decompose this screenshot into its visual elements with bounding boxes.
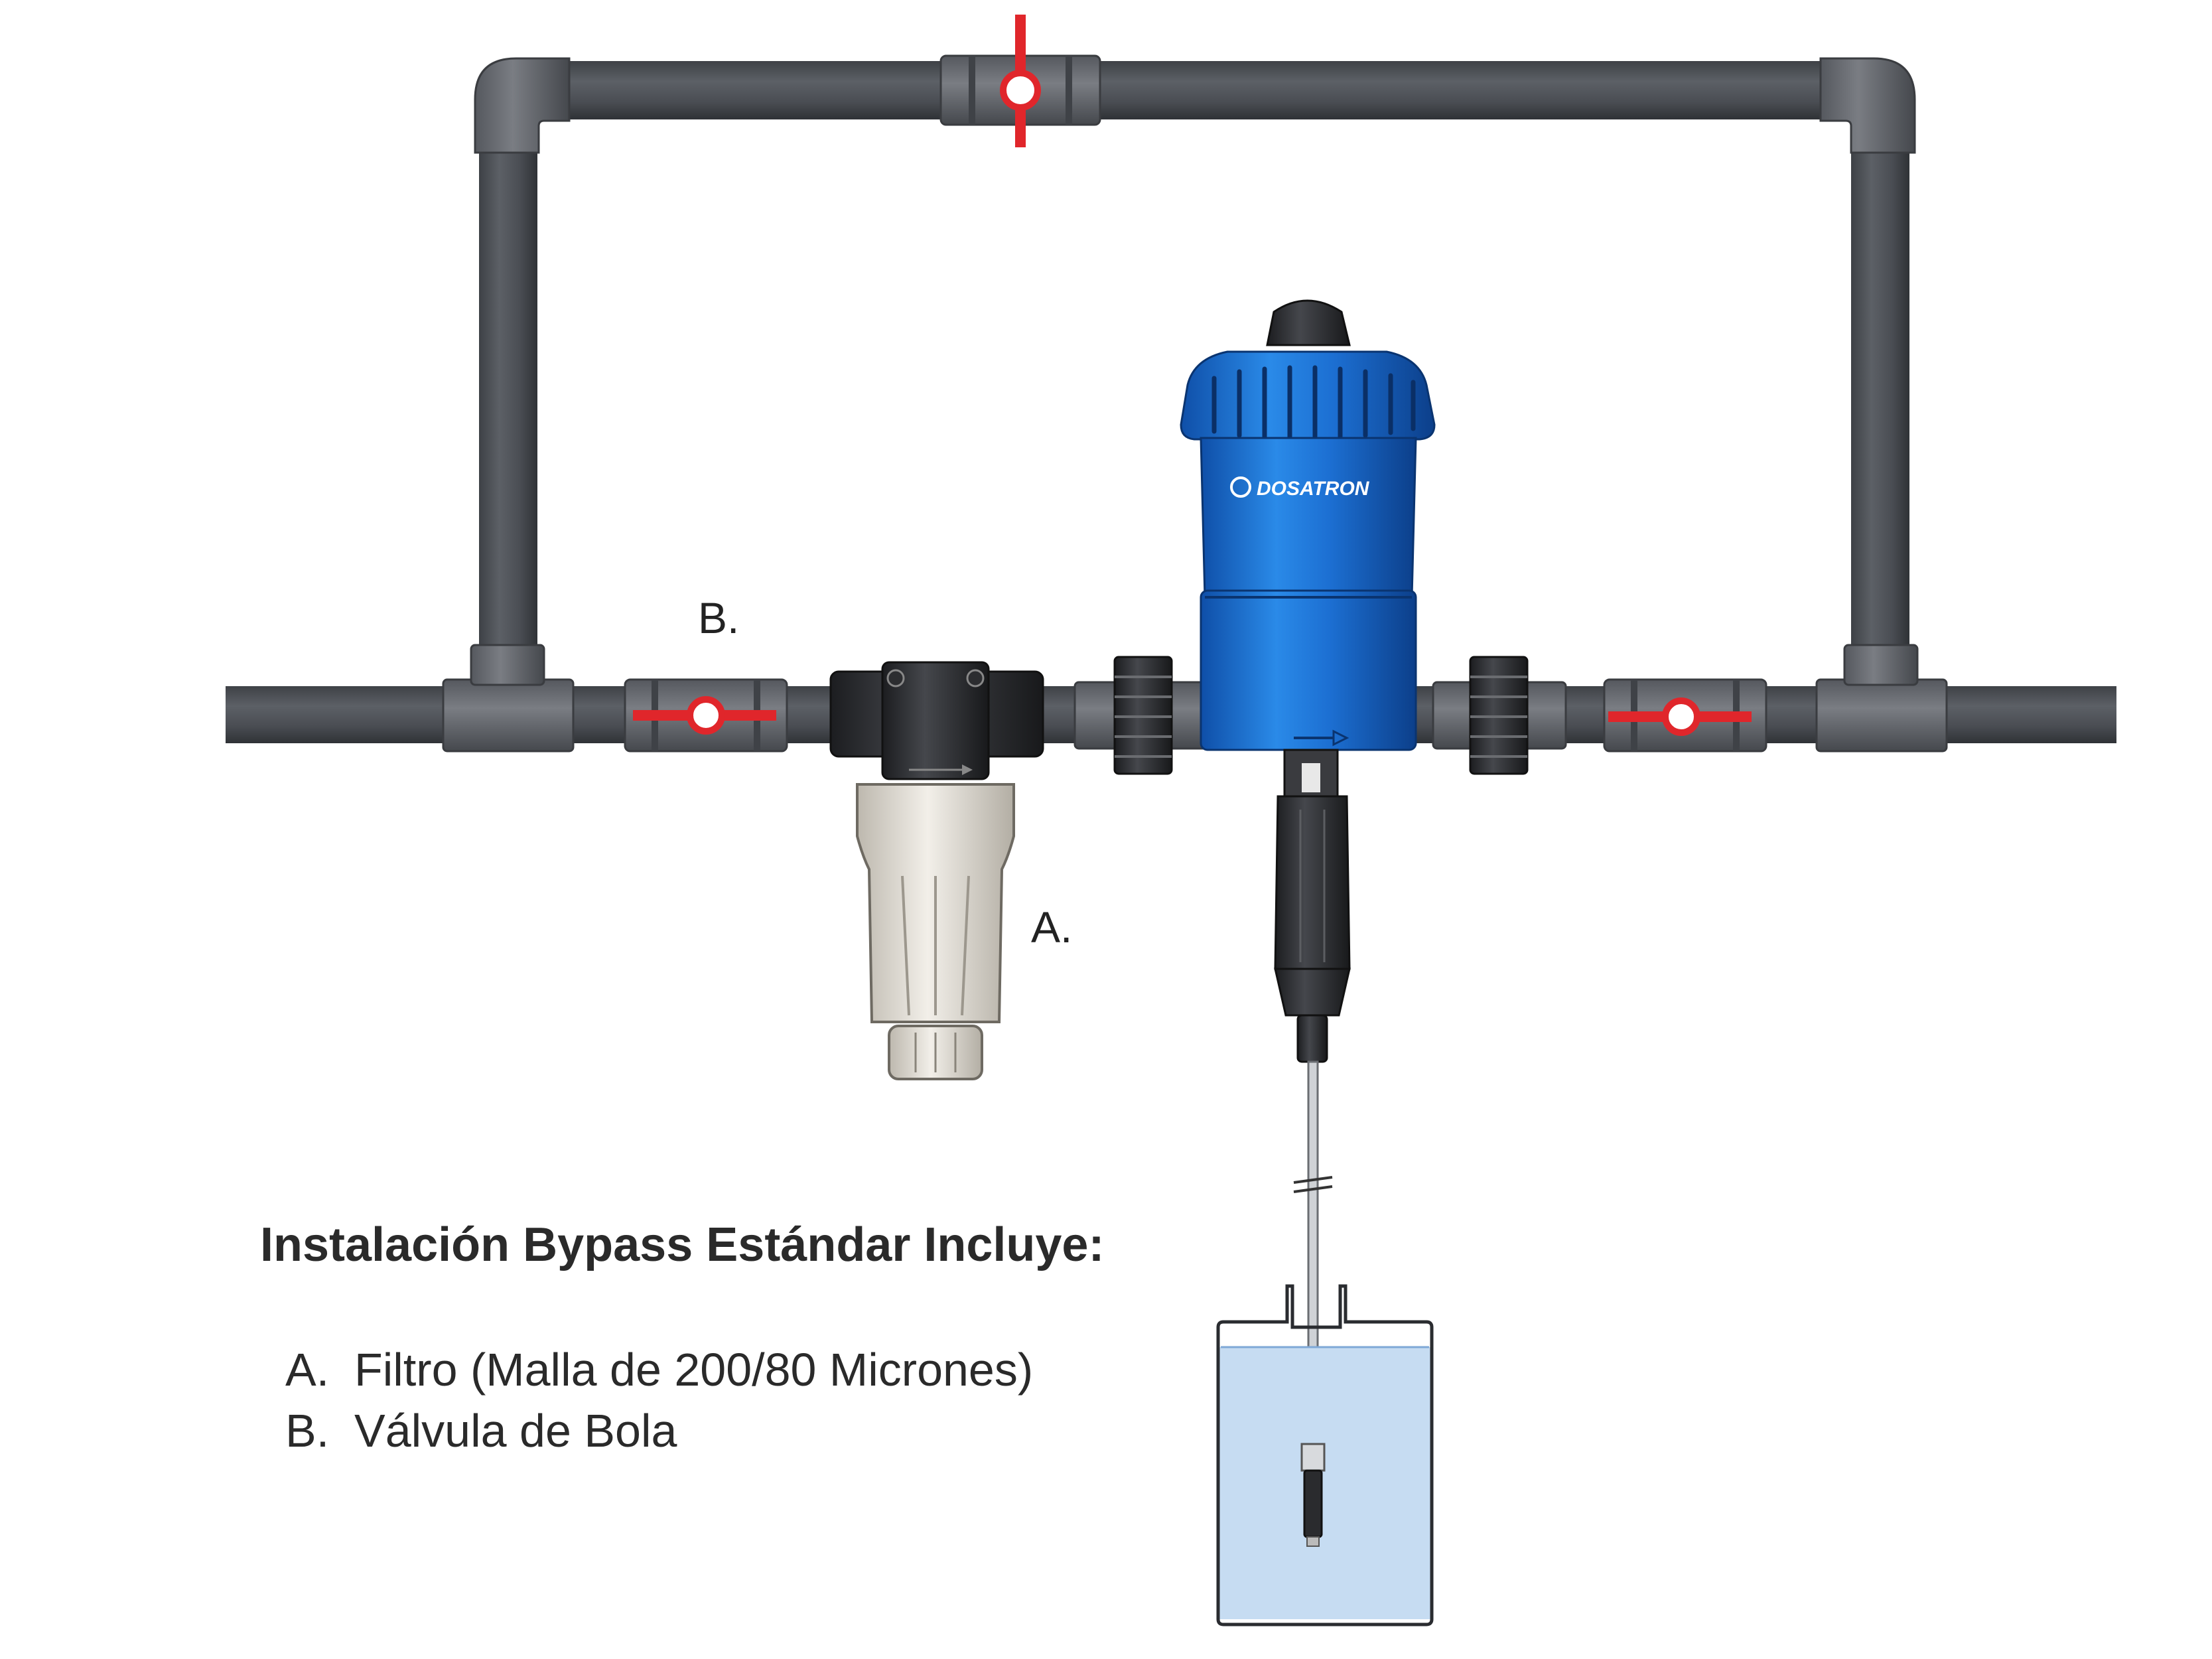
tank-liquid <box>1218 1347 1432 1619</box>
injector <box>1274 795 1351 970</box>
legend-item-text: Filtro (Malla de 200/80 Micrones) <box>354 1344 1034 1396</box>
dosatron-dosing-pump: DOSATRON <box>1180 299 1436 1063</box>
legend-item-letter: A. <box>285 1344 330 1396</box>
tee-left <box>442 678 575 753</box>
filter-a <box>829 661 1044 1080</box>
legend-list: A. Filtro (Malla de 200/80 Micrones) B. Vá… <box>285 1339 1033 1461</box>
elbow-top-right <box>1819 57 1916 154</box>
union-left <box>1073 656 1209 775</box>
bypass-loop <box>474 57 1916 664</box>
valve-callout-label: B. <box>698 593 740 642</box>
ball-valve-b <box>624 678 788 753</box>
bypass-top-pipe <box>531 61 1838 119</box>
bypass-right-pipe <box>1851 133 1909 664</box>
tee-right <box>1815 678 1948 753</box>
dosatron-logo-icon <box>1230 476 1251 498</box>
legend-title: Instalación Bypass Estándar Incluye: <box>260 1218 1105 1271</box>
ball-valve-outlet <box>1603 678 1767 753</box>
legend-item-valve: B. Válvula de Bola <box>285 1400 1033 1461</box>
bypass-left-pipe <box>479 133 537 664</box>
legend-item-filter: A. Filtro (Malla de 200/80 Micrones) <box>285 1339 1033 1400</box>
legend-item-letter: B. <box>285 1405 330 1457</box>
suction-strainer <box>1303 1469 1323 1538</box>
union-right <box>1432 656 1567 775</box>
legend-item-text: Válvula de Bola <box>354 1405 677 1457</box>
chemical-tank <box>1216 1284 1434 1626</box>
filter-callout-label: A. <box>1031 902 1073 952</box>
bypass-ball-valve <box>939 15 1101 147</box>
elbow-top-left <box>474 57 571 154</box>
top-cap <box>1266 299 1351 346</box>
brand-logo: DOSATRON <box>1257 478 1370 500</box>
